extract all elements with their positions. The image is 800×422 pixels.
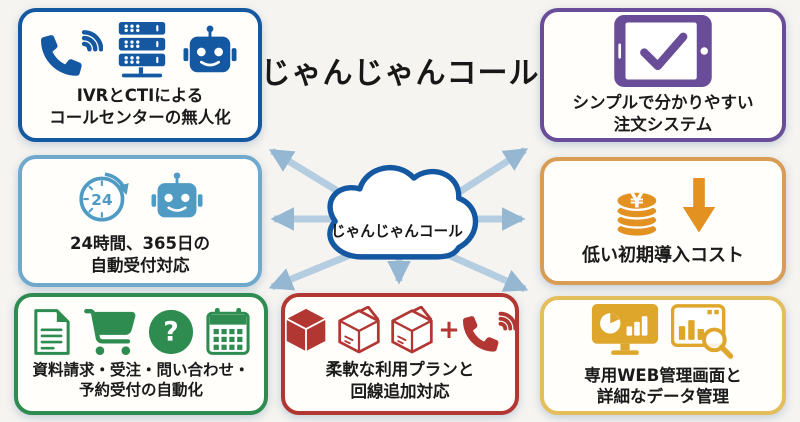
center-cloud: じゃんじゃんコール [314,158,486,270]
feature-caption: 専用WEB管理画面と 詳細なデータ管理 [584,365,742,406]
feature-box-always-on: 24 24時間、365日の 自動受付対応 [18,155,262,287]
icon-row: 24 [75,166,205,228]
icon-row: + [283,306,517,354]
robot-icon [183,25,237,73]
plus-sign: + [438,315,460,346]
monitor-charts-icon [591,303,659,355]
feature-caption: 低い初期導入コスト [582,244,744,266]
icon-row [604,15,722,88]
server-icon [118,22,166,78]
feature-caption: シンプルで分かりやすい 注文システム [572,93,754,134]
yen-symbol: ¥ [630,190,644,213]
phone-volume-icon [41,30,103,77]
feature-box-ivr-cti: IVRとCTIによる コールセンターの無人化 [18,8,262,142]
cloud-label: じゃんじゃんコール [331,223,463,240]
feature-box-automation: ? 資料請求・受注・問い合わせ・ 予約受付の自動化 [14,293,268,415]
feature-caption: 資料請求・受注・問い合わせ・ 予約受付の自動化 [32,360,250,399]
icon-row: ¥ [608,175,718,239]
diagram-title: じゃんじゃんコール [260,56,540,91]
parcel-box-icon [338,306,380,354]
feature-caption: IVRとCTIによる コールセンターの無人化 [49,86,231,127]
chart-magnifier-icon [671,304,734,359]
icon-row [41,22,239,80]
feature-caption: 24時間、365日の 自動受付対応 [70,234,210,275]
feature-box-low-cost: ¥ 低い初期導入コスト [540,157,786,285]
feature-box-order-system: シンプルで分かりやすい 注文システム [540,8,786,142]
tablet-check-icon [614,15,712,88]
icon-row [591,303,735,360]
calendar-icon [206,307,250,355]
feature-box-flexible-plan: + 柔軟な利用プランと 回線追加対応 [281,293,519,415]
coin-stack-yen-icon: ¥ [615,190,659,238]
feature-caption: 柔軟な利用プランと 回線追加対応 [325,360,475,401]
cloud-icon: じゃんじゃんコール [327,165,479,260]
down-arrow-icon [682,177,716,233]
clock-hours-label: 24 [91,191,113,209]
question-circle-icon: ? [148,309,194,354]
clock-24-icon: 24 [79,172,129,222]
icon-row: ? [32,307,250,356]
parcel-box-icon [391,306,433,354]
shopping-cart-icon [84,308,136,355]
robot-icon [151,172,203,218]
document-icon [34,308,70,355]
phone-volume-icon [462,312,517,352]
feature-box-web-admin: 専用WEB管理画面と 詳細なデータ管理 [540,296,786,415]
question-mark: ? [163,316,178,347]
cube-icon [286,309,326,352]
